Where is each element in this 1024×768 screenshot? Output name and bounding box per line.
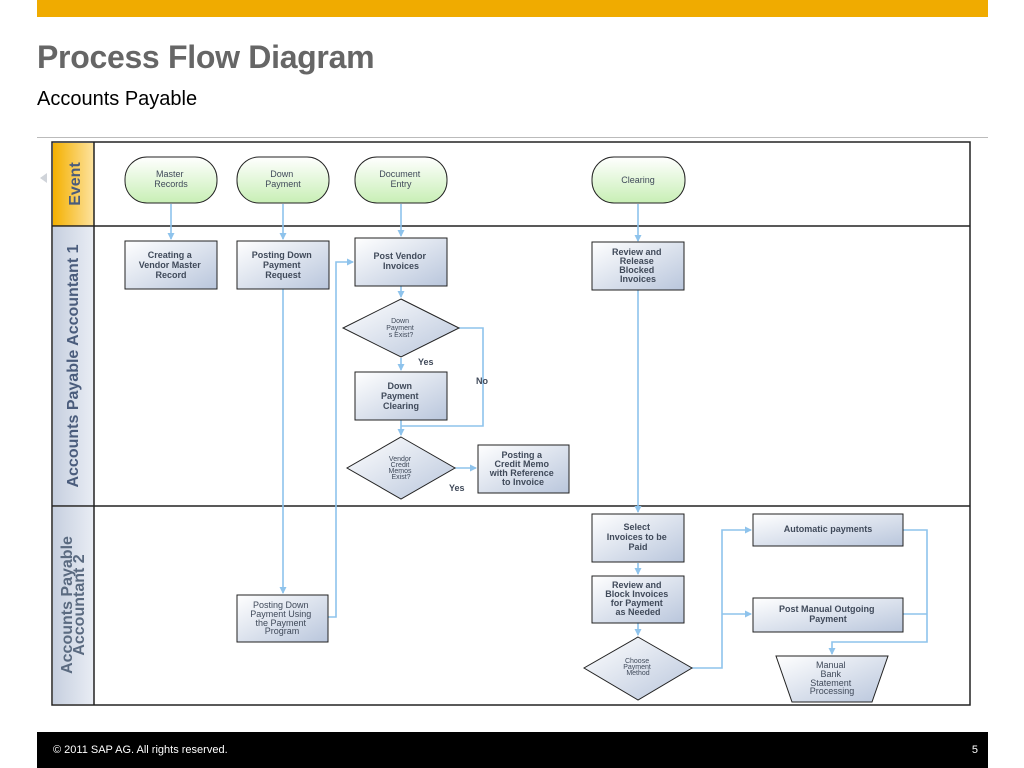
task-creating-vendor-master-record: Creating a Vendor Master Record [124,240,218,290]
copyright-text: © 2011 SAP AG. All rights reserved. [53,744,228,756]
event-document-entry: Document Entry [354,156,448,204]
lane-label-accountant1: Accounts Payable Accountant 1 [65,244,82,487]
task-down-payment-clearing: Down Payment Clearing [354,371,448,421]
connector [401,327,484,427]
task-post-manual-outgoing-label: Post Manual Outgoing Payment [779,604,877,624]
title-divider [37,137,988,138]
decision-vendor-credit-memos-label: Vendor Credit Memos Exist? [389,456,414,481]
edge-label-yes: Yes [418,357,434,367]
lane-label-accountant2-line1: Accounts Payable [59,536,76,674]
decision-vendor-credit-memos-exist: Vendor Credit Memos Exist? [345,436,457,500]
previous-arrow-icon [40,173,47,183]
lane-label-event: Event [67,162,84,206]
connectors [167,204,928,669]
task-review-release-label: Review and Release Blocked Invoices [612,247,664,284]
event-master-records-label: Master Records [154,169,188,189]
task-posting-credit-memo: Posting a Credit Memo with Reference to … [477,444,570,494]
task-post-vendor-invoices: Post Vendor Invoices [354,237,448,287]
task-posting-down-payment-request-label: Posting Down Payment Request [252,250,315,280]
task-automatic-payments-label: Automatic payments [784,524,873,534]
task-posting-down-payment-program: Posting Down Payment Using the Payment P… [236,594,329,643]
task-creating-vendor-label: Creating a Vendor Master Record [139,250,204,280]
task-select-invoices-to-be-paid: Select Invoices to be Paid [591,513,685,563]
page-subtitle: Accounts Payable [37,88,198,110]
lane-header-accountant2 [53,507,94,704]
connector [828,529,928,655]
event-clearing: Clearing [591,156,686,204]
page-number: 5 [971,744,978,756]
task-post-manual-outgoing-payment: Post Manual Outgoing Payment [752,597,904,633]
event-master-records: Master Records [124,156,218,204]
lane-header-accountant1 [53,227,94,506]
edge-label-no: No [476,376,488,386]
task-down-payment-clearing-label: Down Payment Clearing [381,381,421,411]
connector [328,258,354,618]
page-title: Process Flow Diagram [37,39,375,75]
manual-bank-statement-label: Manual Bank Statement Processing [810,660,855,696]
task-review-block-invoices: Review and Block Invoices for Payment as… [591,575,685,624]
decision-down-payments-exist-label: Down Payment s Exist? [386,318,416,339]
edge-label-yes: Yes [449,483,465,493]
event-down-payment: Down Payment [236,156,330,204]
task-select-invoices-label: Select Invoices to be Paid [607,522,670,552]
lane-label-accountant2-line2: Accountant 2 [71,554,88,655]
task-posting-down-payment-request: Posting Down Payment Request [236,240,330,290]
task-automatic-payments: Automatic payments [752,513,904,547]
task-posting-credit-memo-label: Posting a Credit Memo with Reference to … [489,450,557,487]
decision-down-payments-exist: Down Payment s Exist? [341,298,461,358]
connector [692,526,752,669]
footer-bar: © 2011 SAP AG. All rights reserved. 5 [37,732,988,768]
event-document-entry-label: Document Entry [379,169,423,189]
brand-bar [37,0,988,17]
event-clearing-label: Clearing [621,175,655,185]
lane-header-event [53,143,94,226]
decision-choose-payment-method-label: Choose Payment Method [623,658,653,677]
task-posting-down-payment-program-label: Posting Down Payment Using the Payment P… [250,600,314,636]
task-review-release-blocked-invoices: Review and Release Blocked Invoices [591,241,685,291]
manual-bank-statement-processing: Manual Bank Statement Processing [775,655,889,703]
task-review-block-label: Review and Block Invoices for Payment as… [605,580,671,617]
decision-choose-payment-method: Choose Payment Method [583,636,693,701]
event-down-payment-label: Down Payment [265,169,301,189]
task-post-vendor-invoices-label: Post Vendor Invoices [373,251,428,271]
